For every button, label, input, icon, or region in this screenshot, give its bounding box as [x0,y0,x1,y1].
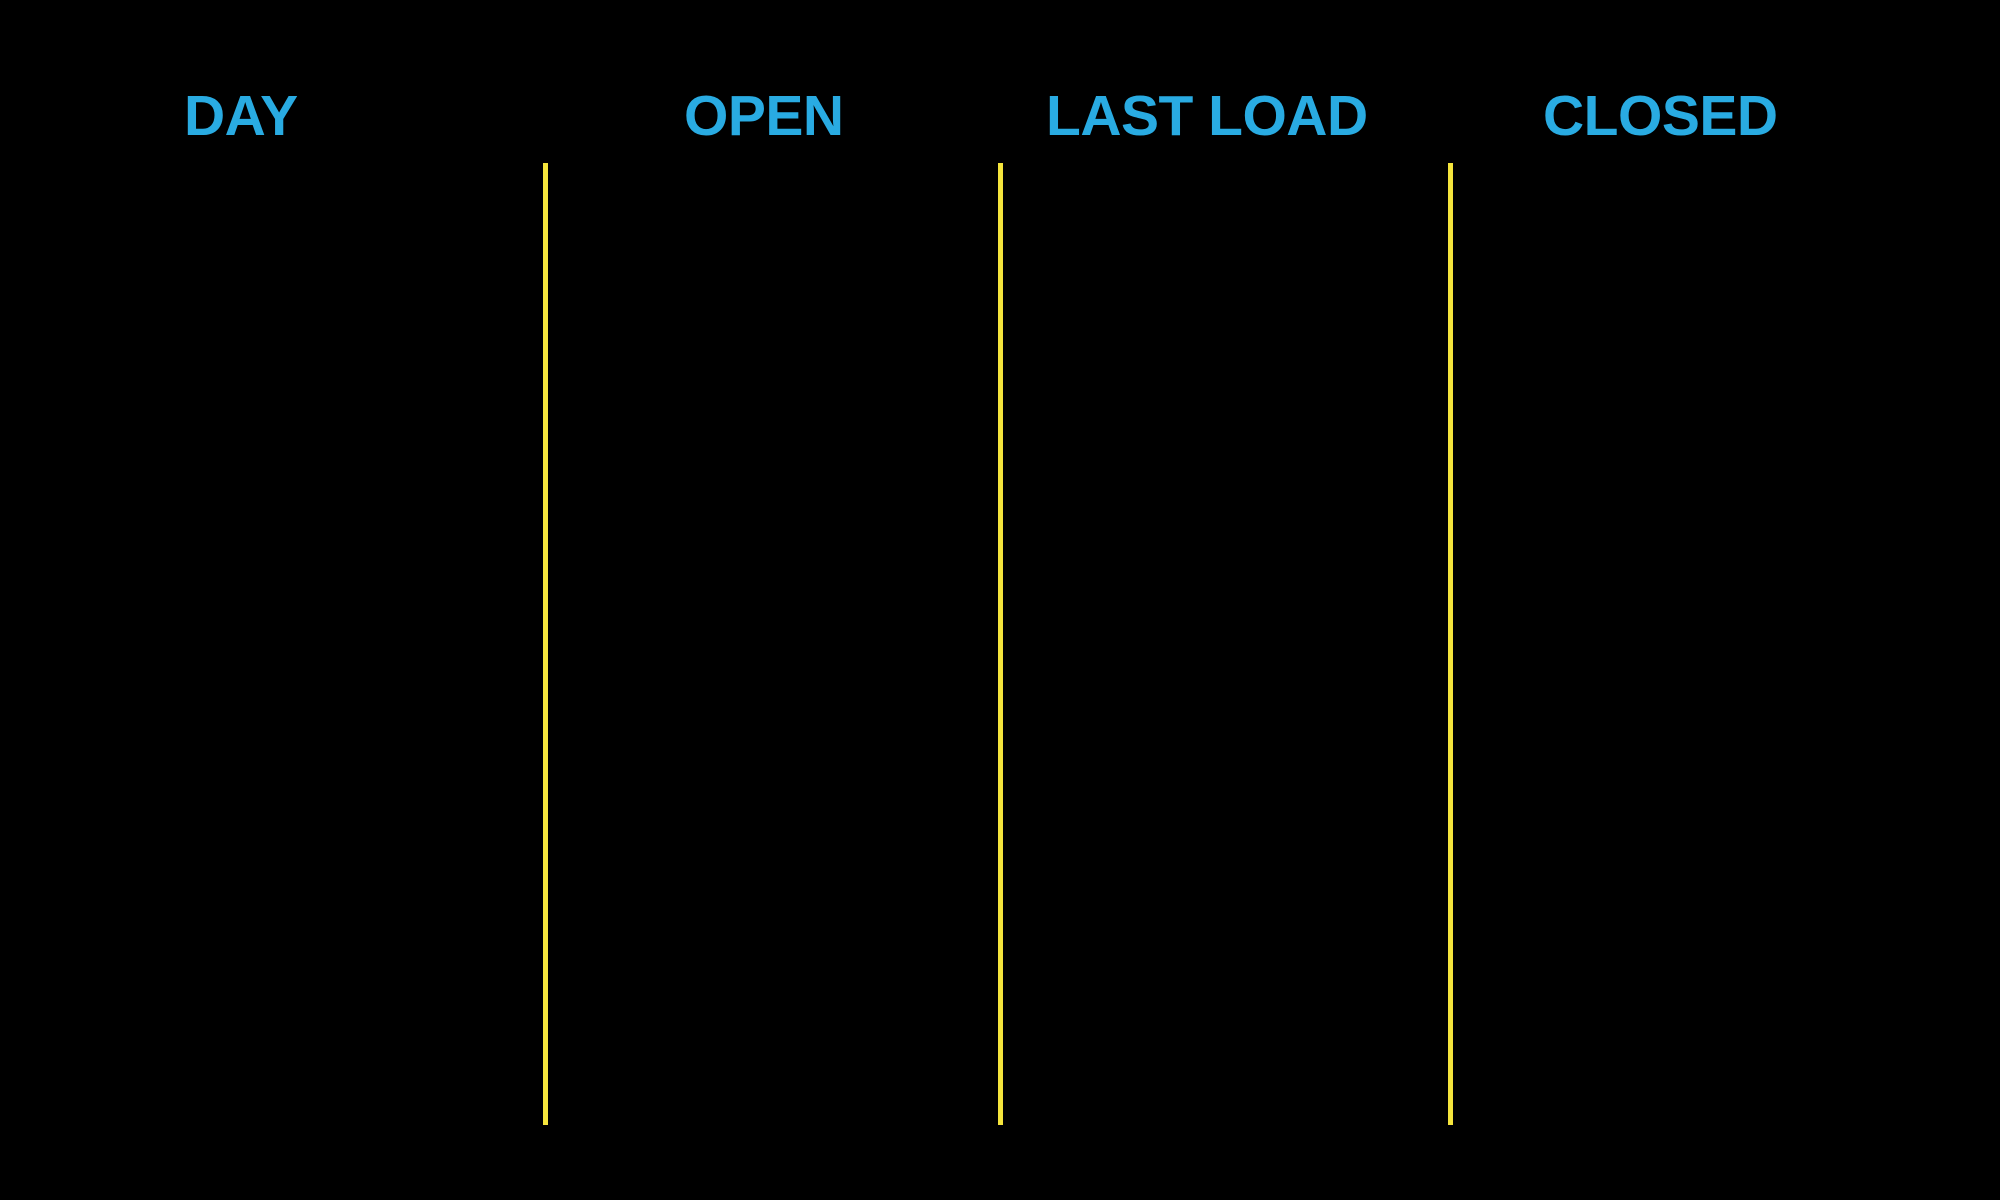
divider-day-open [543,163,548,1125]
column-body-day [0,163,543,1125]
column-header-closed: CLOSED [1543,84,1778,148]
column-header-open: OPEN [684,84,844,148]
column-header-last-load: LAST LOAD [1046,84,1368,148]
column-body-closed [1453,163,2000,1125]
divider-open-lastload [998,163,1003,1125]
divider-lastload-closed [1448,163,1453,1125]
column-body-last-load [1003,163,1448,1125]
column-body-open [548,163,998,1125]
column-header-day: DAY [184,84,298,148]
column-header-row: DAY OPEN LAST LOAD CLOSED [0,0,2000,163]
